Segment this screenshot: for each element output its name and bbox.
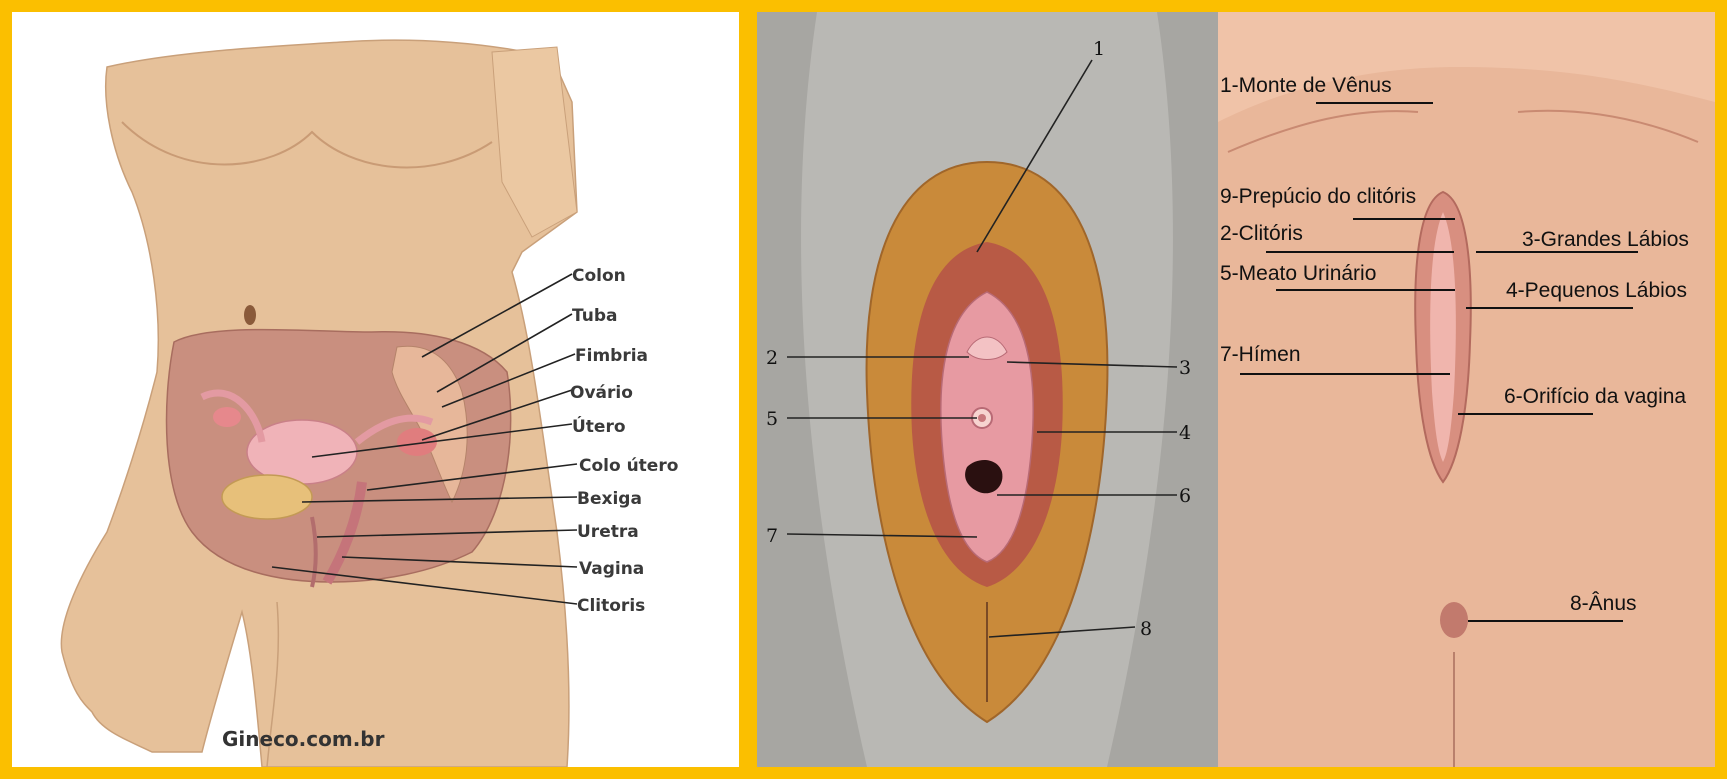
photo-substitute-illustration: 1-Monte de Vênus 9-Prepúcio do clitóris … <box>1218 12 1715 767</box>
number-6: 6 <box>1179 485 1191 507</box>
thigh-shadow-left <box>757 12 867 767</box>
number-5: 5 <box>766 408 778 430</box>
urethral-opening-center <box>978 414 986 422</box>
number-4: 4 <box>1179 422 1191 444</box>
anus-photo <box>1440 602 1468 638</box>
label-anus: 8-Ânus <box>1570 592 1637 615</box>
label-monte-venus: 1-Monte de Vênus <box>1220 74 1392 97</box>
mons-area <box>1218 12 1715 122</box>
number-8: 8 <box>1140 618 1152 640</box>
label-fimbria: Fimbria <box>575 346 648 366</box>
internal-anatomy-illustration: Colon Tuba Fimbria Ovário Útero Colo úte… <box>12 12 739 767</box>
number-3: 3 <box>1179 357 1191 379</box>
navel <box>244 305 256 325</box>
thigh-crease-right <box>1518 111 1698 142</box>
number-7: 7 <box>766 525 778 547</box>
label-clitoris: Clitoris <box>577 596 645 616</box>
label-vagina: Vagina <box>579 559 644 579</box>
bladder <box>222 475 312 519</box>
label-grandes-labios: 3-Grandes Lábios <box>1522 228 1689 251</box>
thigh-crease-left <box>1228 111 1418 152</box>
label-himen: 7-Hímen <box>1220 343 1301 366</box>
photo-labeled-panel: 1-Monte de Vênus 9-Prepúcio do clitóris … <box>1218 12 1715 767</box>
label-prepucio: 9-Prepúcio do clitóris <box>1220 185 1416 208</box>
label-tuba: Tuba <box>572 306 617 326</box>
label-colo-utero: Colo útero <box>579 456 678 476</box>
external-illustration-panel: 1 2 3 5 4 6 7 8 <box>757 12 1218 767</box>
label-ovario: Ovário <box>570 383 633 403</box>
label-orificio: 6-Orifício da vagina <box>1504 385 1686 408</box>
label-utero: Útero <box>572 415 626 437</box>
external-anatomy-illustration: 1 2 3 5 4 6 7 8 <box>757 12 1218 767</box>
internal-anatomy-panel: Colon Tuba Fimbria Ovário Útero Colo úte… <box>12 12 739 767</box>
label-colon: Colon <box>572 266 626 286</box>
label-bexiga: Bexiga <box>577 489 642 509</box>
credit-text: Gineco.com.br <box>222 727 385 751</box>
label-meato: 5-Meato Urinário <box>1220 262 1376 285</box>
number-1: 1 <box>1093 38 1105 60</box>
label-uretra: Uretra <box>577 522 639 542</box>
label-clitoris-r: 2-Clitóris <box>1220 222 1303 245</box>
number-2: 2 <box>766 347 778 369</box>
label-pequenos-labios: 4-Pequenos Lábios <box>1506 279 1687 302</box>
thigh-shadow-right <box>1107 12 1218 767</box>
ovary-left <box>213 407 241 427</box>
